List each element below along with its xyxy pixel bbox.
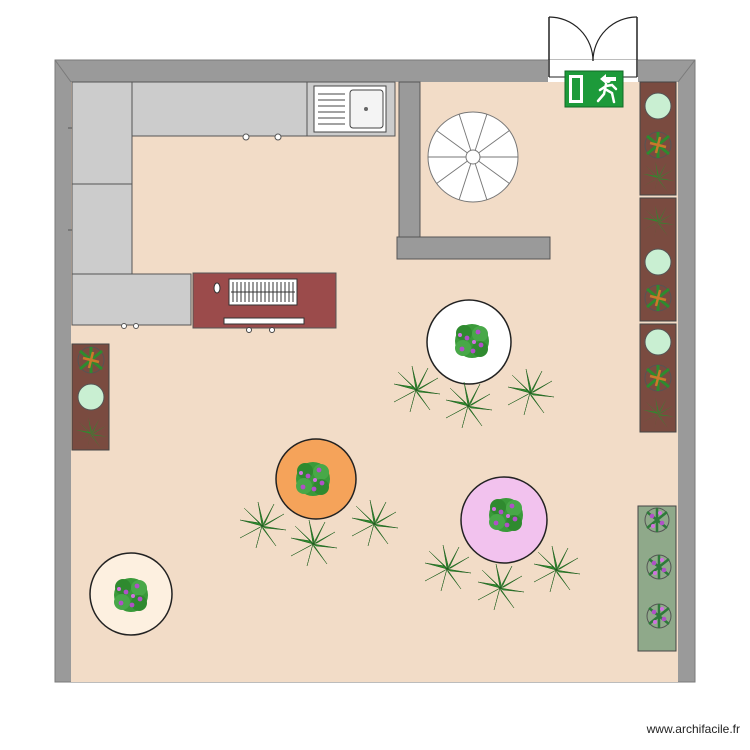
planter-right-2 xyxy=(639,197,677,322)
building-walls xyxy=(54,59,696,683)
watermark-text: www.archifacile.fr xyxy=(646,722,740,736)
round-table-icon[interactable] xyxy=(460,476,548,564)
planter-right-green xyxy=(637,505,677,652)
planter-right-3 xyxy=(639,323,677,433)
floor xyxy=(71,82,678,682)
round-table-icon[interactable] xyxy=(275,438,357,520)
spiral-staircase-icon[interactable] xyxy=(427,111,519,203)
stove-grate-icon[interactable] xyxy=(228,278,298,306)
round-table-icon[interactable] xyxy=(89,552,173,636)
emergency-exit-icon xyxy=(564,70,624,108)
planter-right-1 xyxy=(639,81,677,196)
partition-walls xyxy=(396,81,551,260)
planter-left xyxy=(71,343,110,451)
round-table-icon[interactable] xyxy=(426,299,512,385)
sink-icon[interactable] xyxy=(313,85,387,133)
